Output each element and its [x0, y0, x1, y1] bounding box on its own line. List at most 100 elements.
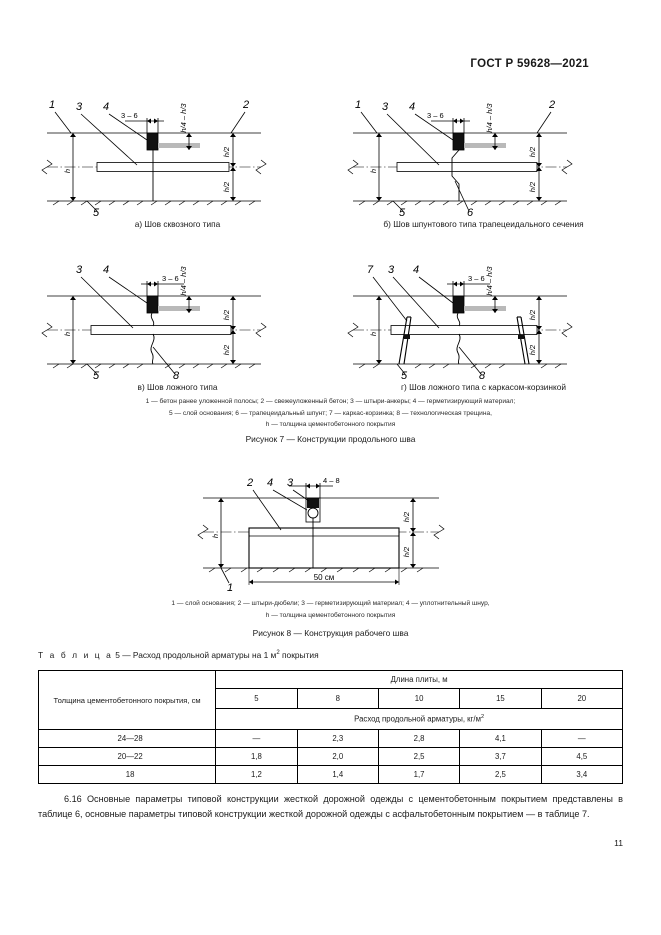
- svg-text:8: 8: [479, 370, 486, 379]
- svg-text:h/2: h/2: [528, 181, 537, 192]
- svg-text:5: 5: [399, 207, 406, 216]
- figure-8-legend-line-2: h — толщина цементобетонного покрытия: [265, 611, 396, 619]
- svg-text:h/2: h/2: [402, 546, 411, 557]
- table-5-r3-c1: 1,2: [215, 765, 298, 784]
- svg-text:h/4 – h/3: h/4 – h/3: [179, 266, 188, 296]
- svg-text:50 см: 50 см: [314, 573, 335, 582]
- svg-text:h/2: h/2: [528, 344, 537, 355]
- table-5-r2-thickness: 20—22: [37, 747, 217, 766]
- standard-number: ГОСТ Р 59628—2021: [470, 58, 589, 70]
- figure-8-legend-line-1: 1 — слой основания; 2 — штыри-дюбели; 3 …: [171, 600, 490, 607]
- table-5-r2-c5: 4,5: [540, 747, 624, 766]
- table-5-col-3: 10: [377, 688, 461, 709]
- svg-text:h/2: h/2: [528, 309, 537, 320]
- svg-text:2: 2: [246, 477, 253, 489]
- table-5-col-2: 8: [296, 688, 379, 709]
- svg-text:h/2: h/2: [402, 511, 411, 522]
- figure-7-legend-line-1: 1 — бетон ранее уложенной полосы; 2 — св…: [145, 398, 516, 405]
- svg-text:h/2: h/2: [222, 181, 231, 192]
- table-5-number: 5: [115, 650, 120, 660]
- table-5-r1-thickness: 24—28: [37, 729, 217, 748]
- table-5-r3-c3: 1,7: [377, 765, 461, 784]
- svg-text:h/4 – h/3: h/4 – h/3: [179, 103, 188, 133]
- svg-text:4: 4: [267, 477, 273, 489]
- figure-7-caption-a: а) Шов сквозного типа: [134, 219, 221, 229]
- svg-text:h: h: [211, 534, 220, 538]
- figure-7-legend-line-3: h — толщина цементобетонного покрытия: [265, 421, 396, 429]
- svg-text:3 – 6: 3 – 6: [121, 111, 138, 120]
- svg-text:h: h: [369, 169, 378, 173]
- table-5-r3-c4: 2,5: [459, 765, 542, 784]
- page-number: 11: [614, 838, 623, 848]
- table-5-body: 24—28 — 2,3 2,8 4,1 — 20—22 1,8 2,0 2,5 …: [37, 729, 624, 784]
- table-5-r2-c1: 1,8: [215, 747, 298, 766]
- table-5-r2-c4: 3,7: [459, 747, 542, 766]
- figure-7-row-2: 3 4 5 8 3 – 6 h h/2 h/2 h/4 – h/3: [0, 251, 661, 392]
- svg-text:h/4 – h/3: h/4 – h/3: [485, 266, 494, 296]
- figure-8-title: Рисунок 8 — Конструкция рабочего шва: [252, 628, 409, 638]
- svg-text:h: h: [63, 332, 72, 336]
- table-row: 18 1,2 1,4 1,7 2,5 3,4: [37, 765, 624, 784]
- svg-text:4: 4: [103, 264, 109, 276]
- svg-text:1: 1: [355, 99, 361, 111]
- table-5-r3-c2: 1,4: [296, 765, 379, 784]
- diagram-through-joint: 1 3 4 2 5 3 – 6 h h/2 h/2 h/4 – h/3: [29, 88, 327, 216]
- svg-text:3: 3: [287, 477, 294, 489]
- svg-text:5: 5: [93, 207, 100, 216]
- table-row: 24—28 — 2,3 2,8 4,1 —: [37, 729, 624, 748]
- table-5-r1-c2: 2,3: [296, 729, 379, 748]
- table-5-title-prefix: Т а б л и ц а: [38, 650, 113, 660]
- figure-7-legend-line-2: 5 — слой основания; 6 — трапецеидальный …: [168, 409, 493, 417]
- table-5-r2-c3: 2,5: [377, 747, 461, 766]
- table-5-r3-thickness: 18: [37, 765, 217, 784]
- svg-text:3 – 6: 3 – 6: [162, 274, 179, 283]
- table-5-r1-c4: 4,1: [459, 729, 542, 748]
- svg-text:h/4 – h/3: h/4 – h/3: [485, 103, 494, 133]
- svg-text:h/2: h/2: [222, 146, 231, 157]
- table-5-title-sup: 2: [276, 650, 280, 657]
- table-5-col-5: 20: [540, 688, 624, 709]
- figure-7-panel-b: 1 3 4 2 5 6 3 – 6 h h/2 h/2 h/4 – h/3: [335, 88, 633, 229]
- table-5-unit-header-text: Расход продольной арматуры, кг/м: [354, 714, 481, 724]
- table-5-span-header: Длина плиты, м: [215, 669, 623, 690]
- figure-7-legend: 1 — бетон ранее уложенной полосы; 2 — св…: [0, 396, 661, 431]
- figure-7-caption-d: г) Шов ложного типа с каркасом-корзинкой: [401, 382, 566, 392]
- svg-text:4: 4: [103, 101, 109, 113]
- figure-7-row-1: 1 3 4 2 5 3 – 6 h h/2 h/2 h/4 – h/3: [0, 88, 661, 229]
- svg-text:1: 1: [49, 99, 55, 111]
- svg-text:h: h: [63, 169, 72, 173]
- svg-text:5: 5: [93, 370, 100, 379]
- svg-text:7: 7: [367, 264, 374, 276]
- figure-8-legend: 1 — слой основания; 2 — штыри-дюбели; 3 …: [0, 598, 661, 621]
- table-5-r3-c5: 3,4: [540, 765, 624, 784]
- svg-text:4: 4: [409, 101, 415, 113]
- figure-7: 1 3 4 2 5 3 – 6 h h/2 h/2 h/4 – h/3: [0, 88, 661, 392]
- diagram-tongue-groove-joint: 1 3 4 2 5 6 3 – 6 h h/2 h/2 h/4 – h/3: [335, 88, 633, 216]
- table-5-r1-c3: 2,8: [377, 729, 461, 748]
- diagram-dummy-joint: 3 4 5 8 3 – 6 h h/2 h/2 h/4 – h/3: [29, 251, 327, 379]
- svg-text:1: 1: [227, 582, 233, 593]
- table-5-title-rest-a: — Расход продольной арматуры на 1 м: [122, 650, 277, 660]
- svg-text:h: h: [369, 332, 378, 336]
- svg-text:3: 3: [76, 264, 83, 276]
- svg-text:3: 3: [388, 264, 395, 276]
- table-5-unit-header-sup: 2: [480, 713, 485, 720]
- figure-7-title: Рисунок 7 — Конструкции продольного шва: [245, 434, 416, 444]
- svg-text:5: 5: [401, 370, 408, 379]
- svg-text:3: 3: [76, 101, 83, 113]
- table-5-row-header: Толщина цементобетонного покрытия, см: [37, 670, 217, 730]
- table-5: Толщина цементобетонного покрытия, см Дл…: [37, 669, 624, 784]
- svg-text:3: 3: [382, 101, 389, 113]
- table-5-title-rest-b: покрытия: [279, 650, 319, 660]
- table-5-r2-c2: 2,0: [296, 747, 379, 766]
- svg-text:h/2: h/2: [222, 344, 231, 355]
- table-row: 20—22 1,8 2,0 2,5 3,7 4,5: [37, 747, 624, 766]
- figure-7-panel-c: 3 4 5 8 3 – 6 h h/2 h/2 h/4 – h/3: [29, 251, 327, 392]
- table-5-col-4: 15: [459, 688, 542, 709]
- figure-7-panel-a: 1 3 4 2 5 3 – 6 h h/2 h/2 h/4 – h/3: [29, 88, 327, 229]
- svg-text:8: 8: [173, 370, 180, 379]
- diagram-dummy-joint-basket: 7 3 4 5 8 3 – 6 h h/2 h/2 h/4 – h/3: [335, 251, 633, 379]
- svg-text:2: 2: [242, 99, 249, 111]
- svg-text:6: 6: [467, 207, 474, 216]
